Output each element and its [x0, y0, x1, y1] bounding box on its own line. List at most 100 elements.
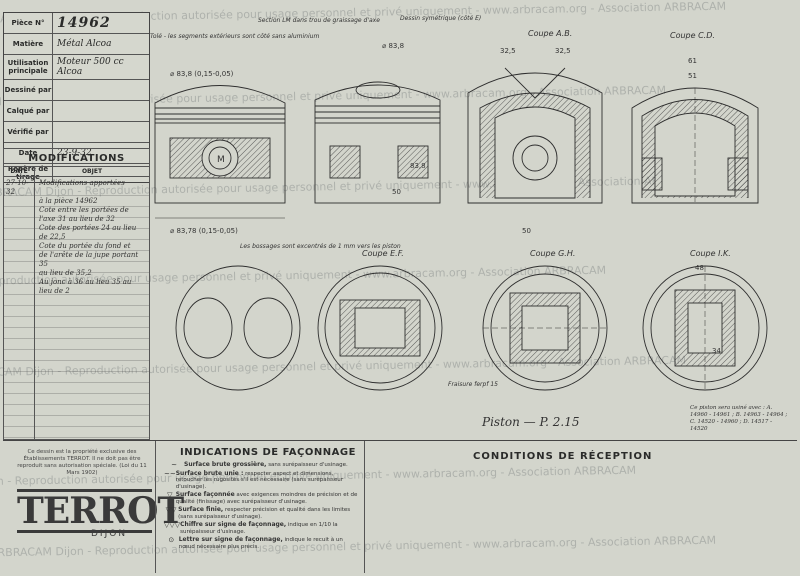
piston-drawing: Tolé - les segments extérieurs sont côté…: [150, 15, 768, 429]
finish-symbol-icon: ▽▽: [165, 506, 177, 514]
mod-date: 27-10-32: [6, 179, 29, 196]
indication-title: Surface brute grossière,: [184, 461, 267, 468]
indication-text: avec exigences moindres de précision et …: [175, 492, 358, 505]
usage-note: Ce piston sera usiné avec : A. 14960 - 1…: [690, 405, 788, 432]
indication-text: indique en 1/10 la surépaisseur d'usinag…: [180, 522, 338, 535]
note-bossages: Les bossages sont excentrés de 1 mm vers…: [240, 243, 401, 250]
title-row-material: Matière Métal Alcoa: [4, 34, 149, 55]
list-item: Au jonc à 36 au lieu 35 au: [4, 278, 149, 287]
dim-label: ⌀ 83,78 (0,15-0,05): [170, 227, 238, 235]
indications-panel: INDICATIONS DE FAÇONNAGE ~Surface brute …: [155, 441, 365, 573]
dim-label: 32,5: [555, 47, 571, 55]
mod-text: à la pièce 14962: [39, 197, 98, 205]
mod-text: de 22,5: [39, 233, 66, 241]
bottom-strip: Ce dessin est la propriété exclusive des…: [3, 440, 797, 573]
list-item: ~~Surface brute unie : respecter aspect …: [164, 469, 360, 491]
mod-date: [4, 215, 36, 224]
finish-symbol-icon: ▽▽▽: [164, 521, 181, 529]
mod-text: Modifications apportées: [39, 179, 125, 187]
mod-date: [4, 242, 36, 251]
list-item: ▽▽Surface finie, respecter précision et …: [164, 506, 360, 520]
piston-front-view: [314, 81, 441, 204]
indication-title: Surface façonnée: [175, 491, 235, 498]
date-value: 23-9-32: [57, 148, 92, 158]
mod-text: Au jonc à 36 au lieu 35 au: [39, 278, 132, 286]
indication-text: respecter aspect et dimensions, retouche…: [175, 470, 343, 490]
section-ef-view: [317, 265, 443, 391]
section-label: Coupe G.H.: [530, 249, 575, 258]
svg-text:M: M: [217, 155, 225, 165]
section-gh-view: [482, 265, 608, 391]
indication-text: respecter précision et qualité dans les …: [178, 507, 351, 520]
title-label: Repère de tirage: [4, 164, 53, 182]
indication-text: indique le recuit à un nœud nécessaire p…: [178, 537, 343, 550]
mod-text: Cote du portée du fond et: [39, 242, 131, 250]
title-row-ref: Repère de tirage: [4, 164, 149, 182]
dim-label: ⌀ 83,8: [382, 42, 404, 50]
mod-date: [4, 206, 36, 215]
dim-label: 32,5: [500, 47, 516, 55]
note-top-left: Tolé - les segments extérieurs sont côté…: [150, 33, 319, 40]
dim-label: 50: [522, 227, 531, 235]
terrot-logo: TERROT: [17, 489, 184, 533]
conditions-title: CONDITIONS DE RÉCEPTION: [473, 451, 653, 462]
section-cd-view: [631, 87, 759, 204]
mod-date: [4, 287, 36, 296]
list-item: Cote entre les portées de: [4, 206, 149, 215]
mod-date: [4, 224, 36, 233]
section-lm-label: Section LM dans trou de graissage d'axe: [258, 17, 380, 24]
indication-title: Surface finie,: [178, 506, 224, 513]
mod-date: [4, 251, 36, 269]
dim-label: 50: [392, 188, 401, 196]
section-ik-view: [642, 265, 768, 391]
list-item: lieu de 2: [4, 287, 149, 296]
list-item: de 22,5: [4, 233, 149, 242]
title-label: Pièce N°: [4, 13, 53, 33]
list-item: Cote du portée du fond et: [4, 242, 149, 251]
title-row-date: Date 23-9-32: [4, 143, 149, 164]
dim-label: ⌀ 83,8 (0,15-0,05): [170, 70, 234, 78]
mod-date: [4, 233, 36, 242]
title-block: Pièce N° 14962 Matière Métal Alcoa Utili…: [3, 12, 150, 183]
modifications-title: MODIFICATIONS: [28, 153, 125, 164]
fraisure-note: Fraisure ferpf 15: [448, 381, 498, 388]
checked-value: [53, 122, 149, 142]
column-divider: [34, 171, 35, 439]
indication-title: Surface brute unie :: [175, 469, 244, 477]
section-label: Coupe C.D.: [670, 31, 715, 40]
piston-label: Piston — P. 2.15: [481, 415, 579, 429]
indication-title: Chiffre sur signe de façonnage,: [180, 521, 287, 528]
title-row-usage: Utilisation principale Moteur 500 cc Alc…: [4, 55, 149, 80]
title-label: Dessiné par: [4, 80, 53, 100]
list-item: à la pièce 14962: [4, 197, 149, 206]
modifications-panel: MODIFICATIONS DATE OBJET 27-10-32 Modific…: [3, 148, 150, 440]
legal-notice: Ce dessin est la propriété exclusive des…: [17, 449, 147, 476]
dim-label: 83,8: [410, 162, 426, 170]
list-item: ▽Surface façonnée avec exigences moindre…: [164, 491, 360, 505]
mod-date: [4, 197, 36, 206]
indication-text: sans surépaisseur d'usinage.: [268, 462, 348, 468]
title-label: Utilisation principale: [4, 55, 53, 79]
usage-value: Moteur 500 cc Alcoa: [57, 57, 124, 77]
mod-text: de l'arête de la jupe portant 35: [39, 251, 139, 268]
list-item: de l'arête de la jupe portant 35: [4, 251, 149, 269]
finish-symbol-icon: ~~: [164, 469, 176, 478]
title-label: Matière: [4, 34, 53, 54]
traced-value: [53, 101, 149, 121]
modifications-header: DATE OBJET: [4, 166, 149, 177]
indication-title: Lettre sur signe de façonnage,: [178, 536, 283, 543]
col-object: OBJET: [81, 168, 103, 175]
section-ab-view: [467, 67, 603, 204]
title-row-drawn: Dessiné par: [4, 80, 149, 101]
title-row-traced: Calqué par: [4, 101, 149, 122]
part-number: 14962: [57, 15, 111, 31]
col-date: DATE: [4, 167, 35, 176]
list-item: ▽▽▽Chiffre sur signe de façonnage, indiq…: [164, 521, 360, 535]
mod-date: [4, 278, 36, 287]
finish-symbol-icon: ~: [171, 461, 177, 469]
mod-text: Cote entre les portées de: [39, 206, 129, 214]
logo-city: DIJON: [91, 529, 128, 539]
finish-symbol-icon: ▽: [167, 491, 173, 499]
section-note: Dessin symétrique (côté E): [400, 15, 481, 22]
list-item: l'axe 31 au lieu de 32: [4, 215, 149, 224]
